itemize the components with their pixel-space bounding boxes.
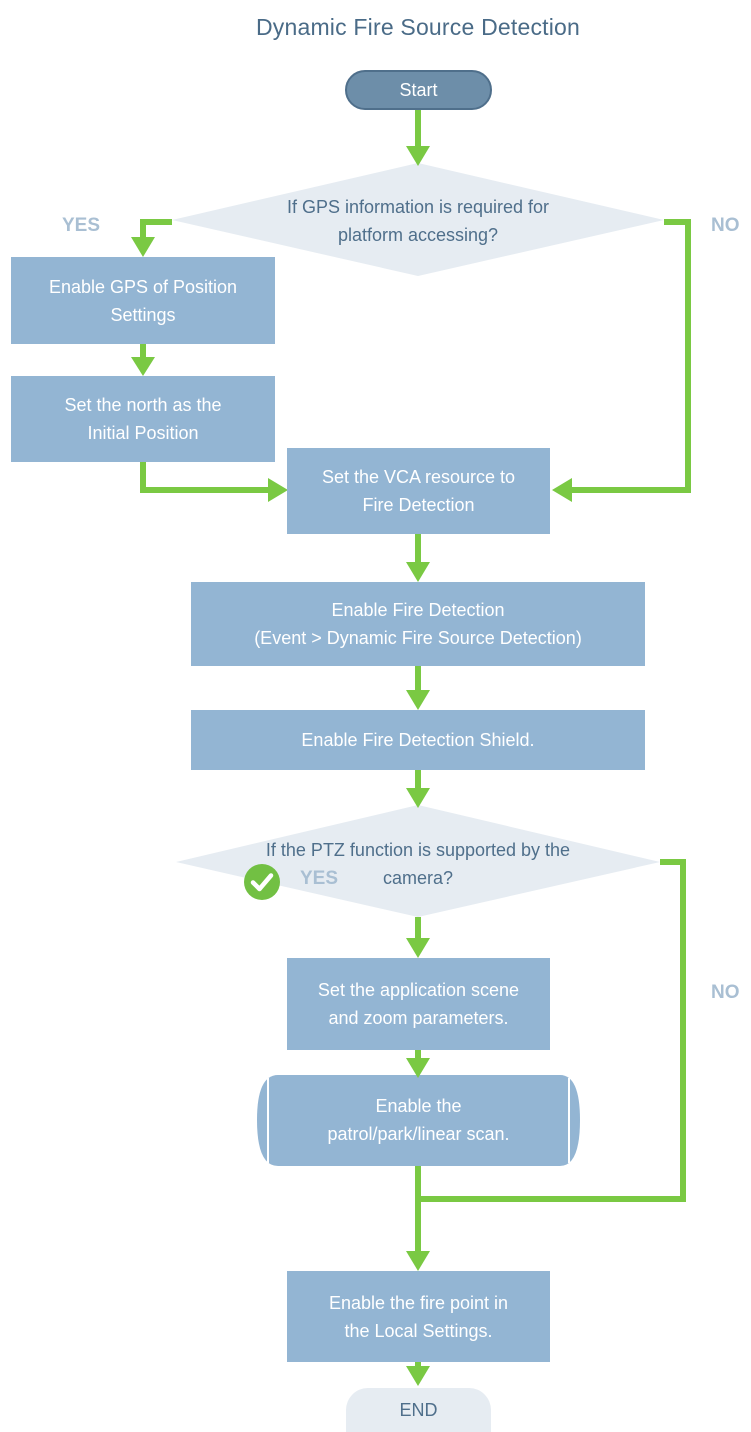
set-north-box: Set the north as the Initial Position xyxy=(11,376,275,462)
decision-ptz-shape xyxy=(176,805,660,917)
connector-north-vca xyxy=(140,462,270,493)
arrowhead-to-fire-point xyxy=(406,1251,430,1271)
enable-gps-line1: Enable GPS of Position xyxy=(48,276,238,297)
decision-gps-line2: platform accessing? xyxy=(337,225,499,245)
set-scene-line2: and zoom parameters. xyxy=(328,1008,509,1028)
arrowhead-to-shield xyxy=(406,690,430,710)
enable-shield-box: Enable Fire Detection Shield. xyxy=(191,710,645,770)
arrowhead-to-end xyxy=(406,1366,430,1386)
arrowhead-to-vca-left xyxy=(268,478,288,502)
arrowhead-to-enable-gps xyxy=(131,237,155,257)
diagram-title: Dynamic Fire Source Detection xyxy=(255,14,581,40)
set-vca-box: Set the VCA resource to Fire Detection xyxy=(287,448,550,534)
enable-fire-line1: Enable Fire Detection xyxy=(331,600,505,620)
enable-gps-box: Enable GPS of Position Settings xyxy=(11,257,275,344)
set-north-line2: Initial Position xyxy=(87,423,199,443)
enable-scan-line1: Enable the xyxy=(375,1096,462,1116)
yes-label-ptz: YES xyxy=(300,868,339,889)
scan-shape xyxy=(257,1075,580,1166)
arrowhead-to-decision-gps xyxy=(406,146,430,166)
arrowhead-to-scan xyxy=(406,1058,430,1078)
enable-shield-text: Enable Fire Detection Shield. xyxy=(301,730,535,750)
arrowhead-to-decision-ptz xyxy=(406,788,430,808)
enable-scan-text: Enable the patrol/park/linear scan. xyxy=(270,1092,567,1148)
arrowhead-to-set-scene xyxy=(406,938,430,958)
connector-yes-gps xyxy=(140,219,172,239)
enable-gps-line2: Settings xyxy=(110,304,176,325)
enable-point-box: Enable the fire point in the Local Setti… xyxy=(287,1271,550,1362)
enable-point-line2: the Local Settings. xyxy=(344,1320,493,1341)
arrowhead-to-set-north xyxy=(131,357,155,376)
end-node: END xyxy=(346,1388,491,1432)
set-scene-box: Set the application scene and zoom param… xyxy=(287,958,550,1050)
no-label-ptz: NO xyxy=(711,982,740,1003)
connector-no-gps xyxy=(570,219,691,493)
set-vca-line2: Fire Detection xyxy=(362,495,475,515)
enable-scan-line2: patrol/park/linear scan. xyxy=(327,1124,510,1144)
set-north-line1: Set the north as the xyxy=(64,395,222,415)
start-node: Start xyxy=(345,70,492,110)
decision-gps-line1: If GPS information is required for xyxy=(286,197,550,217)
no-label-gps: NO xyxy=(711,215,740,236)
set-scene-line1: Set the application scene xyxy=(317,980,520,1000)
decision-ptz: If the PTZ function is supported by the … xyxy=(190,836,646,892)
arrowhead-to-enable-fire xyxy=(406,562,430,582)
enable-fire-line2: (Event > Dynamic Fire Source Detection) xyxy=(254,628,582,648)
arrowhead-to-vca-right xyxy=(552,478,572,502)
decision-gps: If GPS information is required for platf… xyxy=(190,193,646,249)
decision-gps-shape xyxy=(172,163,664,276)
enable-fire-box: Enable Fire Detection (Event > Dynamic F… xyxy=(191,582,645,666)
decision-ptz-line2: camera? xyxy=(382,868,454,888)
connector-no-ptz xyxy=(418,859,686,1202)
checkmark-icon xyxy=(244,864,280,900)
enable-point-line1: Enable the fire point in xyxy=(328,1292,509,1313)
decision-ptz-line1: If the PTZ function is supported by the xyxy=(265,840,571,860)
set-vca-line1: Set the VCA resource to xyxy=(321,467,516,487)
yes-label-gps: YES xyxy=(62,215,101,236)
